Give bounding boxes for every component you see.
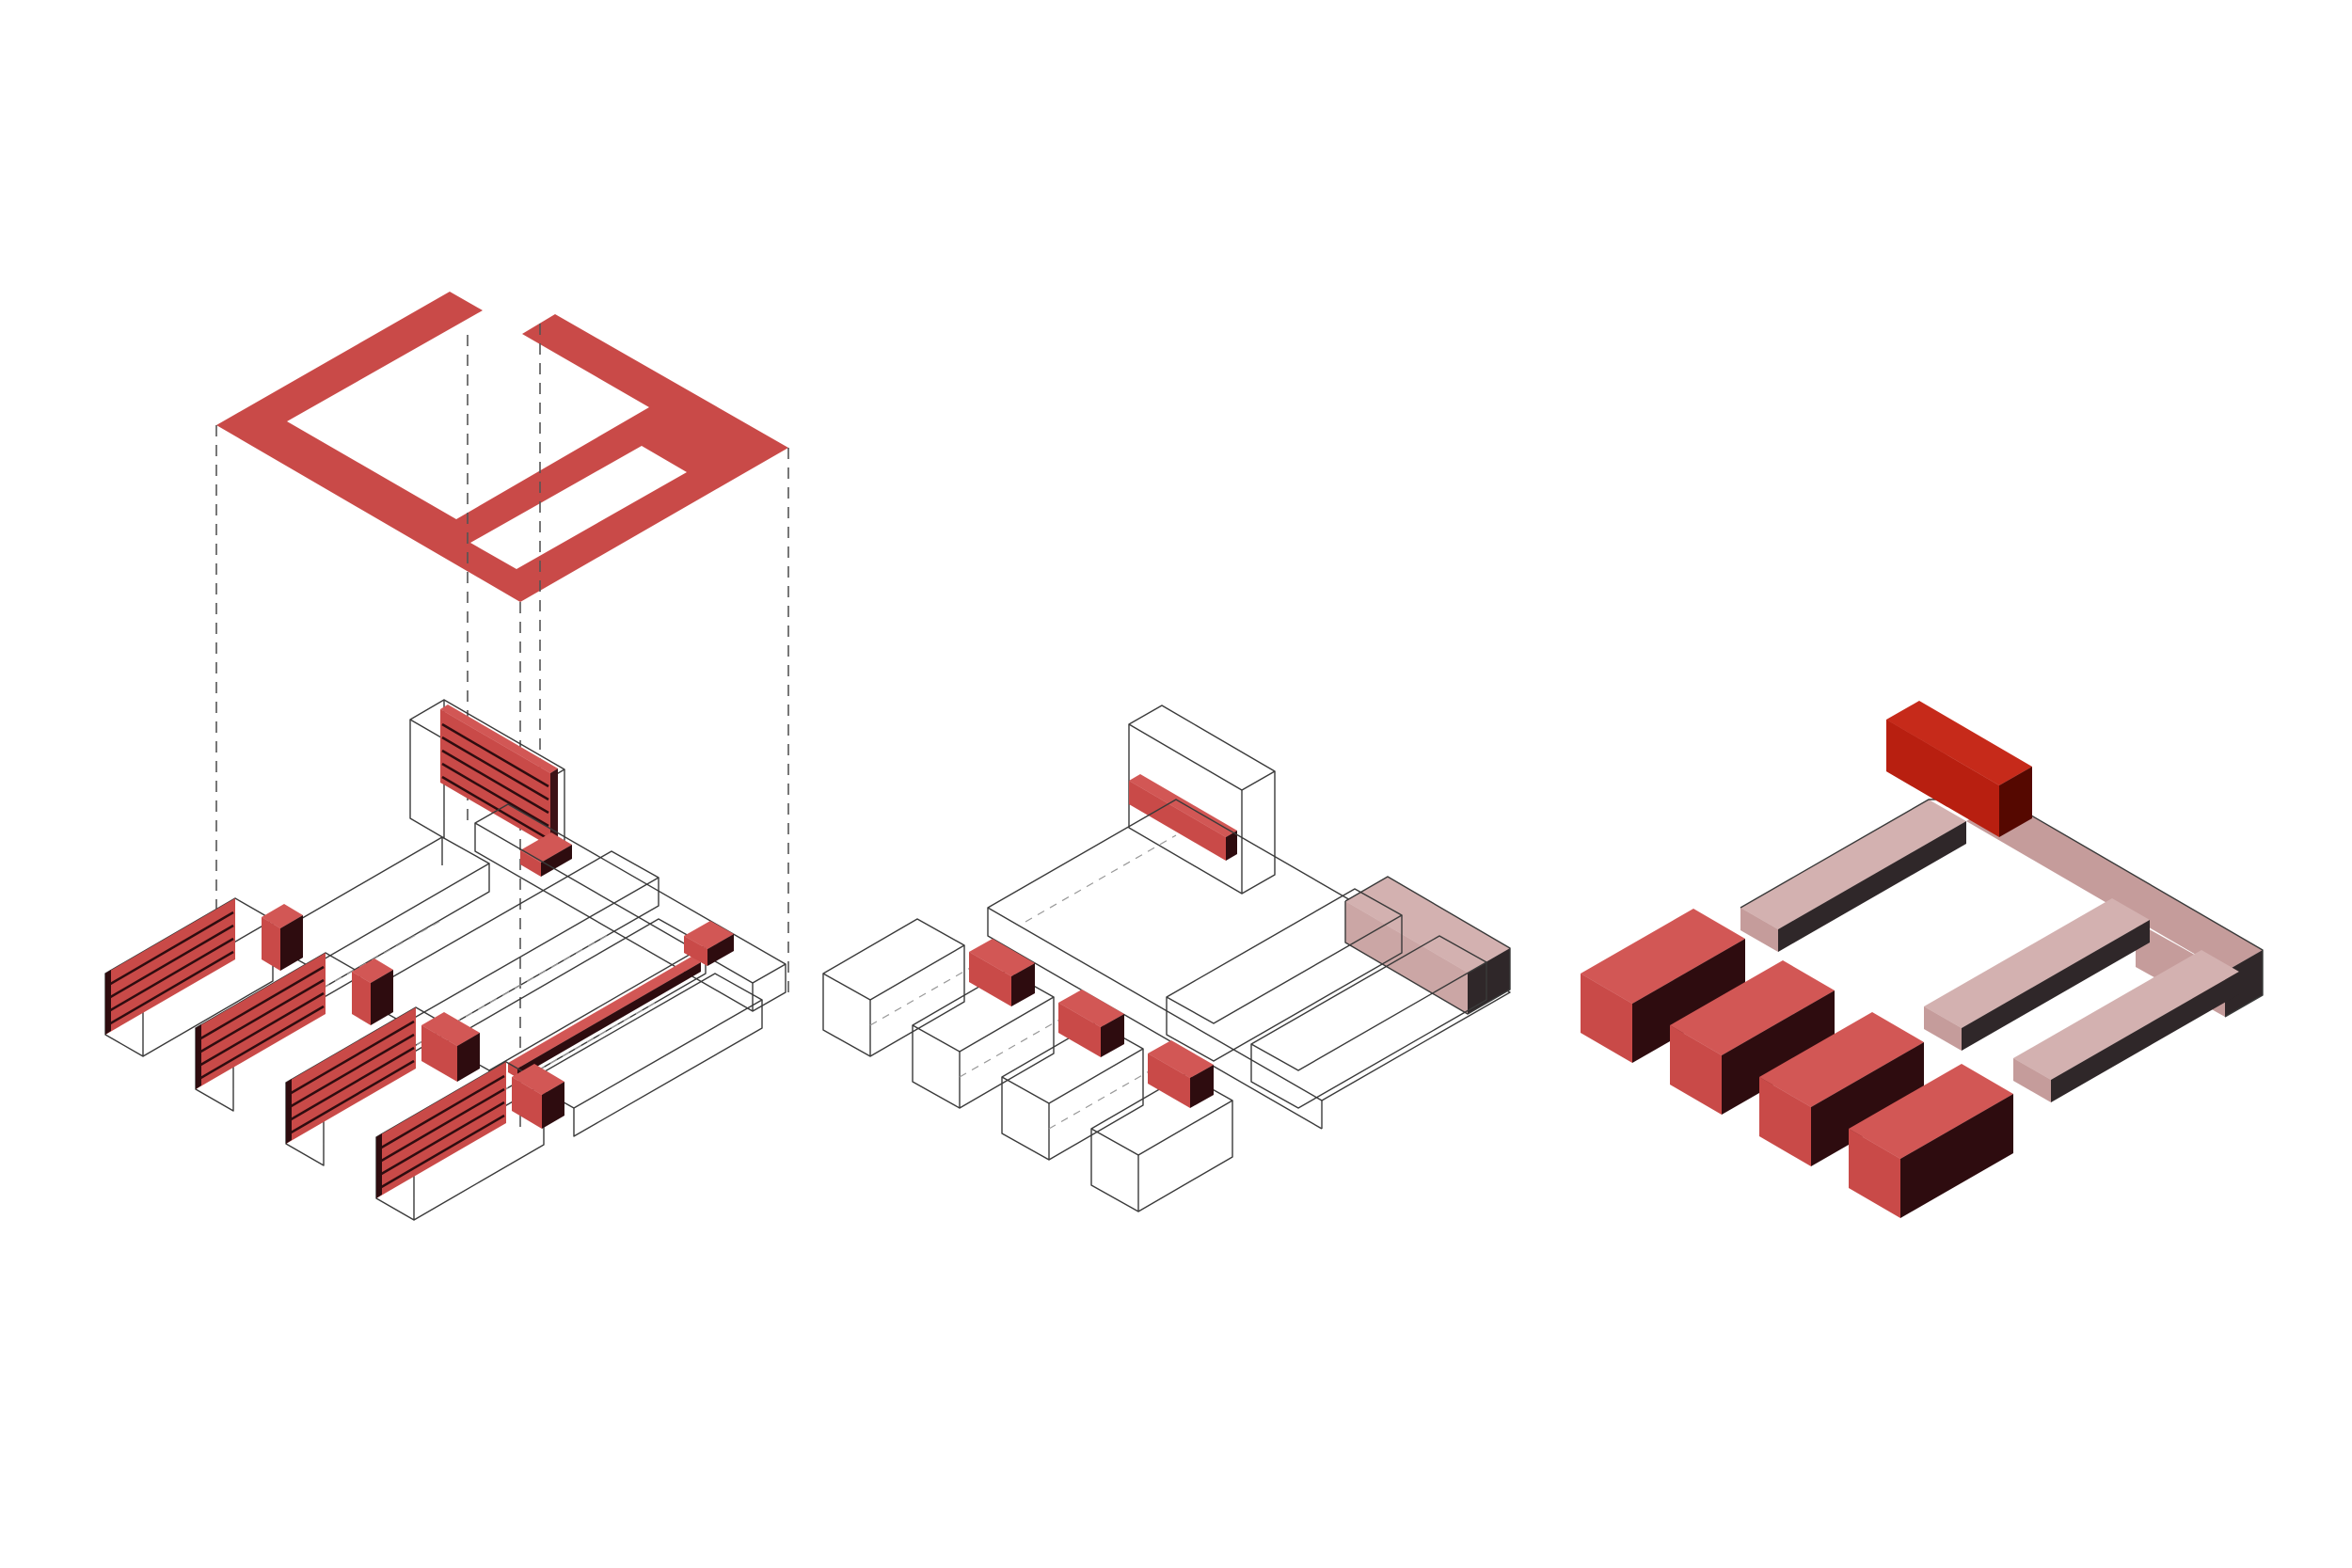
p3-pink-bars — [1740, 799, 2264, 1102]
red-duct — [508, 921, 734, 1078]
p2-tower — [1128, 705, 1276, 895]
p2-mid-bars — [1166, 888, 1487, 1109]
roof-plate-shape — [216, 292, 788, 602]
lower-unit-3 — [285, 1006, 480, 1166]
panel-solid-massing — [1581, 701, 2264, 1218]
roof-plate — [216, 292, 788, 602]
p3-red-blocks — [1581, 909, 2013, 1218]
panel-program-cores — [822, 705, 1511, 1212]
projection-lines — [215, 324, 789, 1129]
lower-unit-1 — [104, 897, 303, 1057]
p2-front-boxes — [822, 918, 1233, 1212]
p2-red-cores — [969, 939, 1214, 1108]
panel-exploded-structure — [104, 292, 789, 1221]
lower-unit-4 — [375, 1061, 564, 1221]
lower-unit-2 — [195, 952, 393, 1112]
p3-tower — [1886, 701, 2032, 837]
p2-pink-bar — [1344, 876, 1511, 1015]
core-tower-louvres — [440, 705, 572, 877]
